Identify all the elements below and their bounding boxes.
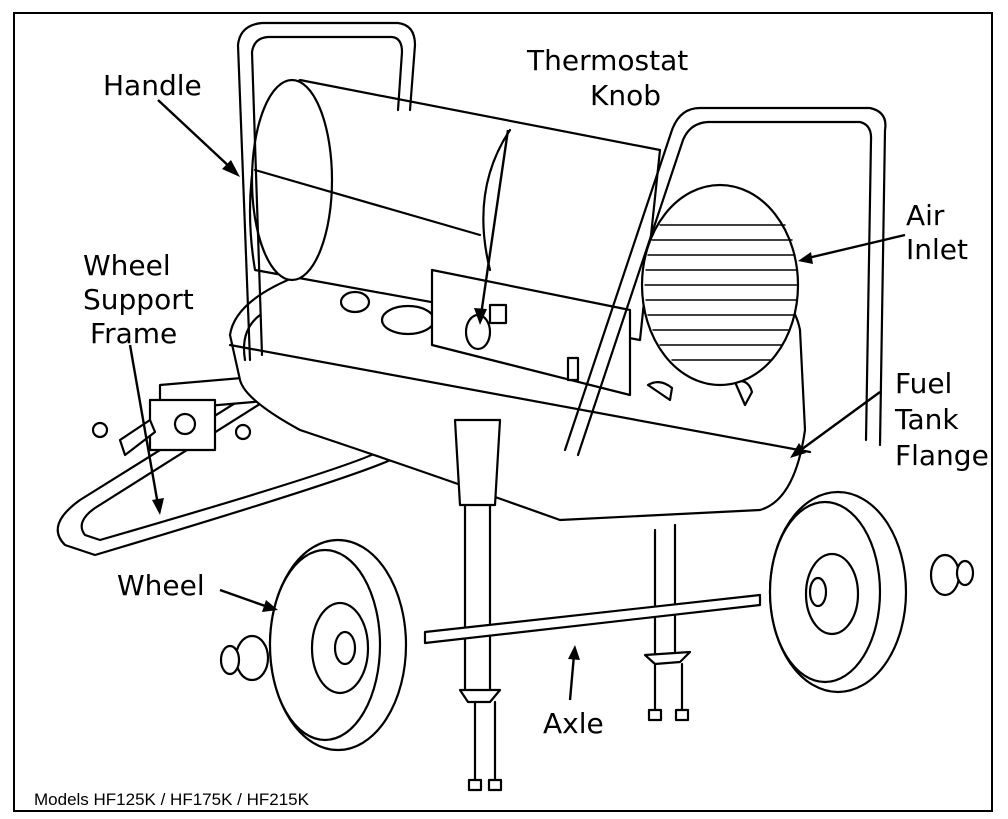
label-fuel-line1: Fuel	[895, 367, 953, 400]
label-wsf-line3: Frame	[90, 317, 178, 350]
label-wsf-line1: Wheel	[83, 249, 171, 282]
label-wheel: Wheel	[117, 569, 205, 602]
handle	[236, 21, 887, 457]
label-thermostat-line1: Thermostat	[527, 44, 689, 77]
label-fuel-line3: Flange	[895, 439, 989, 472]
label-air-line1: Air	[906, 199, 945, 232]
axle-and-legs	[423, 503, 762, 792]
label-handle: Handle	[103, 69, 202, 102]
label-thermostat-line2: Knob	[590, 79, 662, 112]
air-inlet-grille	[644, 224, 798, 361]
label-air-line2: Inlet	[906, 233, 968, 266]
heater-body	[248, 78, 800, 387]
control-panel	[430, 268, 632, 397]
thermostat-knob	[464, 313, 492, 351]
leader-arrows	[128, 99, 906, 701]
model-caption: Models HF125K / HF175K / HF215K	[34, 790, 309, 809]
label-axle: Axle	[543, 707, 604, 740]
left-wheel	[219, 538, 408, 752]
label-wsf-line2: Support	[83, 283, 194, 316]
label-fuel-line2: Tank	[895, 403, 959, 436]
axle	[423, 593, 762, 645]
right-wheel	[768, 490, 975, 694]
